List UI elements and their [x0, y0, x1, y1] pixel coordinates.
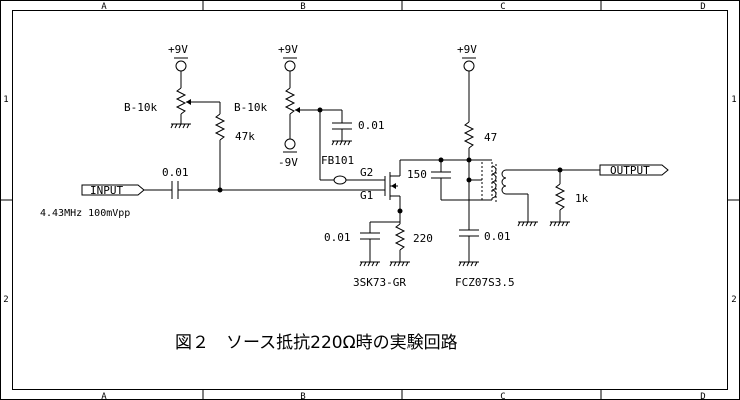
junction-gate1 [217, 187, 223, 193]
zone-col-a-top: A [101, 2, 107, 12]
capacitor-g2-bypass [331, 122, 352, 146]
zone-col-c-top: C [500, 2, 505, 12]
capacitor-input [144, 181, 385, 199]
zone-col-c-bottom: C [500, 392, 505, 400]
vr2-negative-label: -9V [278, 156, 298, 169]
c-tank-label: 150 [407, 168, 427, 181]
c-drain-bypass-label: 0.01 [484, 230, 511, 243]
c-g2-bypass-label: 0.01 [358, 119, 385, 132]
supply-label-drain: +9V [457, 43, 477, 56]
vr1-label: B-10k [124, 101, 157, 114]
junction-drain-supply [466, 157, 472, 163]
figure-caption: 図２ ソース抵抗220Ω時の実験回路 [175, 333, 458, 353]
transformer-label: FCZ07S3.5 [455, 276, 515, 289]
potentiometer-vr2 [283, 87, 343, 153]
r-load-label: 1k [575, 192, 589, 205]
supply-terminal-vr2 [283, 57, 297, 88]
vr2-label: B-10k [234, 101, 267, 114]
input-signal-note: 4.43MHz 100mVpp [40, 208, 130, 219]
zone-markers: A B C D A B C D 1 2 1 2 [3, 2, 736, 400]
r-drain-label: 47 [484, 131, 497, 144]
gate1-pin-label: G1 [360, 189, 373, 202]
supply-terminal-drain [462, 57, 476, 122]
zone-col-d-top: D [700, 2, 705, 12]
if-transformer [481, 159, 560, 227]
zone-col-b-top: B [300, 2, 305, 12]
potentiometer-vr1 [170, 87, 221, 129]
ferrite-bead-label: FB101 [321, 154, 354, 167]
zone-col-b-bottom: B [300, 392, 305, 400]
r-gate-bias-label: 47k [235, 130, 255, 143]
zone-row-1-left: 1 [3, 95, 8, 105]
mosfet-3sk73 [384, 160, 401, 211]
junction-tap [466, 177, 472, 183]
zone-col-a-bottom: A [101, 392, 107, 400]
ferrite-bead [319, 110, 385, 185]
supply-label-vr2: +9V [278, 43, 298, 56]
output-port-label: OUTPUT [610, 164, 650, 177]
transistor-label: 3SK73-GR [353, 276, 406, 289]
c-input-label: 0.01 [162, 166, 189, 179]
junction-drain-top [438, 157, 444, 163]
zone-row-2-left: 2 [3, 295, 8, 305]
supply-label-vr1: +9V [168, 43, 188, 56]
zone-col-d-bottom: D [700, 392, 705, 400]
input-port-label: INPUT [90, 184, 123, 197]
source-network [359, 211, 410, 267]
zone-row-2-right: 2 [731, 295, 736, 305]
zone-row-1-right: 1 [731, 95, 736, 105]
resistor-gate-bias [214, 113, 226, 190]
c-source-bypass-label: 0.01 [324, 231, 351, 244]
r-source-label: 220 [413, 232, 433, 245]
gate2-pin-label: G2 [360, 166, 373, 179]
input-port [81, 184, 145, 196]
junction-output [557, 167, 563, 173]
resistor-load [549, 169, 600, 227]
output-port [599, 164, 669, 176]
supply-terminal-vr1 [174, 57, 188, 88]
